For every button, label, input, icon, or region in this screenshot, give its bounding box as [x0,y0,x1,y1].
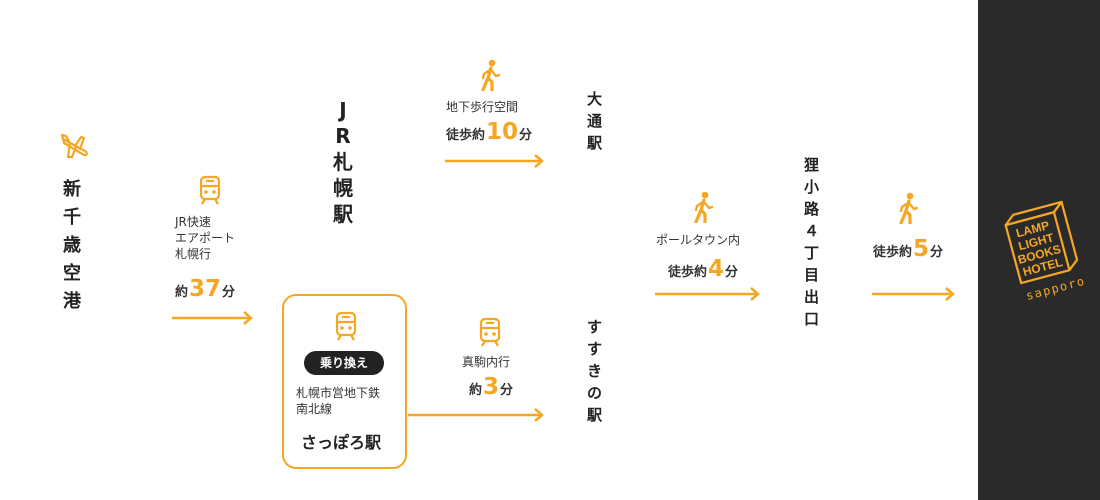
odori-walk-duration: 徒歩約10分 [446,119,532,145]
duration-unit: 分 [519,128,533,143]
susukino-station-label: すすきの駅 [587,320,602,423]
station-name-char: R [335,124,351,148]
exit-walk-duration: 徒歩約4分 [668,256,738,282]
duration-minutes: 10 [486,119,519,145]
new-chitose-airport-label: 新千歳空港 [63,181,81,311]
sapporo-subway-station-label: さっぽろ駅 [301,433,382,452]
duration-unit: 分 [725,265,739,280]
subway-destination: 真駒内行 [462,355,511,369]
station-name-char: 目 [804,266,820,284]
duration-unit: 分 [222,285,236,300]
station-name-char: 幌 [333,176,353,200]
duration-unit: 分 [500,383,514,398]
transfer-box [282,294,407,469]
duration-minutes: 4 [708,256,725,282]
station-name-char: き [587,362,603,380]
station-name-char: 駅 [587,406,603,424]
station-name-char: 歳 [63,235,81,256]
jr-train-name: エアポート [175,231,236,245]
transfer-badge: 乗り換え [304,351,384,375]
duration-prefix: 徒歩約 [873,245,913,260]
duration-minutes: 5 [913,236,930,262]
jr-route-info: JR快速 エアポート 札幌行 [175,214,235,262]
arrow-right-icon [445,154,544,168]
station-name-char: 空 [63,263,81,284]
station-name-char: 駅 [333,202,353,226]
station-name-char: 新 [63,179,81,200]
hotel-logo: LAMP LIGHT BOOKS HOTEL sapporo [1004,200,1087,303]
walking-person-icon [899,192,919,224]
station-name-char: 丁 [804,244,820,262]
station-name-char: J [339,98,347,122]
train-icon [199,175,221,205]
arrow-right-icon [408,408,544,422]
walking-person-icon [481,59,501,91]
duration-prefix: 徒歩約 [668,265,708,280]
station-name-char: 小 [804,178,820,196]
station-name-char: ４ [804,222,820,240]
station-name-char: 口 [804,310,820,328]
duration-prefix: 徒歩約 [446,128,486,143]
train-icon [335,311,357,341]
arrow-right-icon [872,287,955,301]
duration-minutes: 37 [189,276,222,302]
jr-line-name: JR快速 [175,215,211,229]
logo-city: sapporo [1024,274,1087,303]
hotel-panel [978,0,1100,500]
duration-unit: 分 [930,245,944,260]
station-name-char: 路 [804,200,820,218]
duration-minutes: 3 [483,374,500,400]
station-name-char: 大 [587,90,603,108]
jr-duration: 約37分 [175,276,235,302]
train-icon [479,317,501,347]
station-name-char: 通 [587,112,603,130]
station-name-char: す [587,340,603,358]
station-name-char: 札 [333,150,353,174]
jr-destination: 札幌行 [175,247,212,261]
subway-duration: 約3分 [469,374,513,400]
station-name-char: 駅 [587,134,603,152]
arrow-right-icon [172,311,253,325]
airplane-icon [60,133,88,159]
duration-prefix: 約 [469,383,483,398]
station-name-char: 千 [63,207,81,228]
underground-walkway-label: 地下歩行空間 [446,100,519,114]
station-name-char: 狸 [804,156,820,174]
subway-line-info: 札幌市営地下鉄 南北線 [296,385,380,417]
walking-person-icon [694,191,714,223]
station-name-char: す [587,318,603,336]
odori-station-label: 大通駅 [587,92,602,151]
station-name-char: の [587,384,603,402]
arrow-right-icon [655,287,760,301]
subway-line-name: 南北線 [296,402,333,416]
station-name-char: 港 [63,291,81,312]
duration-prefix: 約 [175,285,189,300]
pole-town-label: ポールタウン内 [656,233,741,247]
hotel-walk-duration: 徒歩約5分 [873,236,943,262]
tanukikoji-exit-label: 狸小路 ４ 丁目出口 [804,158,819,327]
subway-operator: 札幌市営地下鉄 [296,386,381,400]
station-name-char: 出 [804,288,820,306]
